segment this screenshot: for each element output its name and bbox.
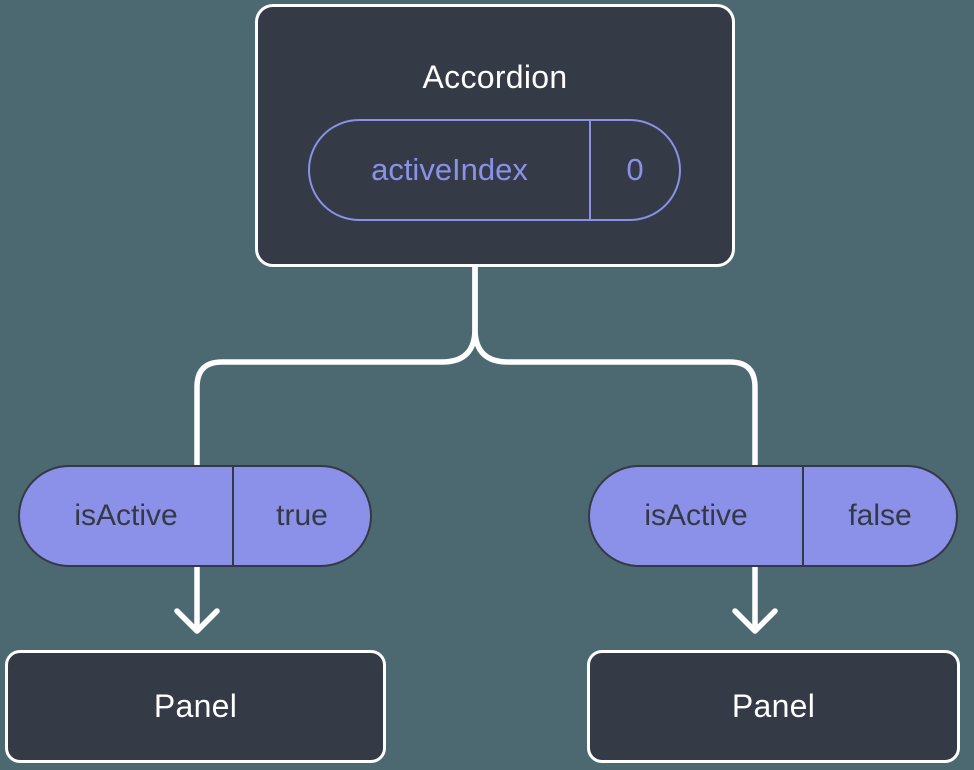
state-name-label: activeIndex (310, 121, 591, 219)
panel-node-right: Panel (587, 650, 960, 763)
prop-name-label: isActive (590, 467, 804, 565)
panel-node-left: Panel (5, 650, 386, 763)
accordion-node-title: Accordion (422, 59, 568, 95)
accordion-node: Accordion activeIndex 0 (255, 4, 735, 267)
state-value-label: 0 (626, 152, 644, 187)
prop-pill-isactive-true: isActive true (18, 465, 372, 567)
arrow-down-icon (732, 608, 778, 634)
prop-value-label: false (848, 499, 912, 532)
connector-root-to-left-child (194, 255, 478, 627)
prop-value-label: true (276, 499, 328, 532)
arrow-down-icon (174, 608, 220, 634)
panel-node-title: Panel (731, 688, 816, 724)
prop-name-label: isActive (20, 467, 234, 565)
panel-node-title: Panel (153, 688, 238, 724)
state-pill: activeIndex 0 (308, 119, 681, 221)
connector-root-to-right-child (472, 255, 758, 627)
prop-pill-isactive-false: isActive false (588, 465, 958, 567)
